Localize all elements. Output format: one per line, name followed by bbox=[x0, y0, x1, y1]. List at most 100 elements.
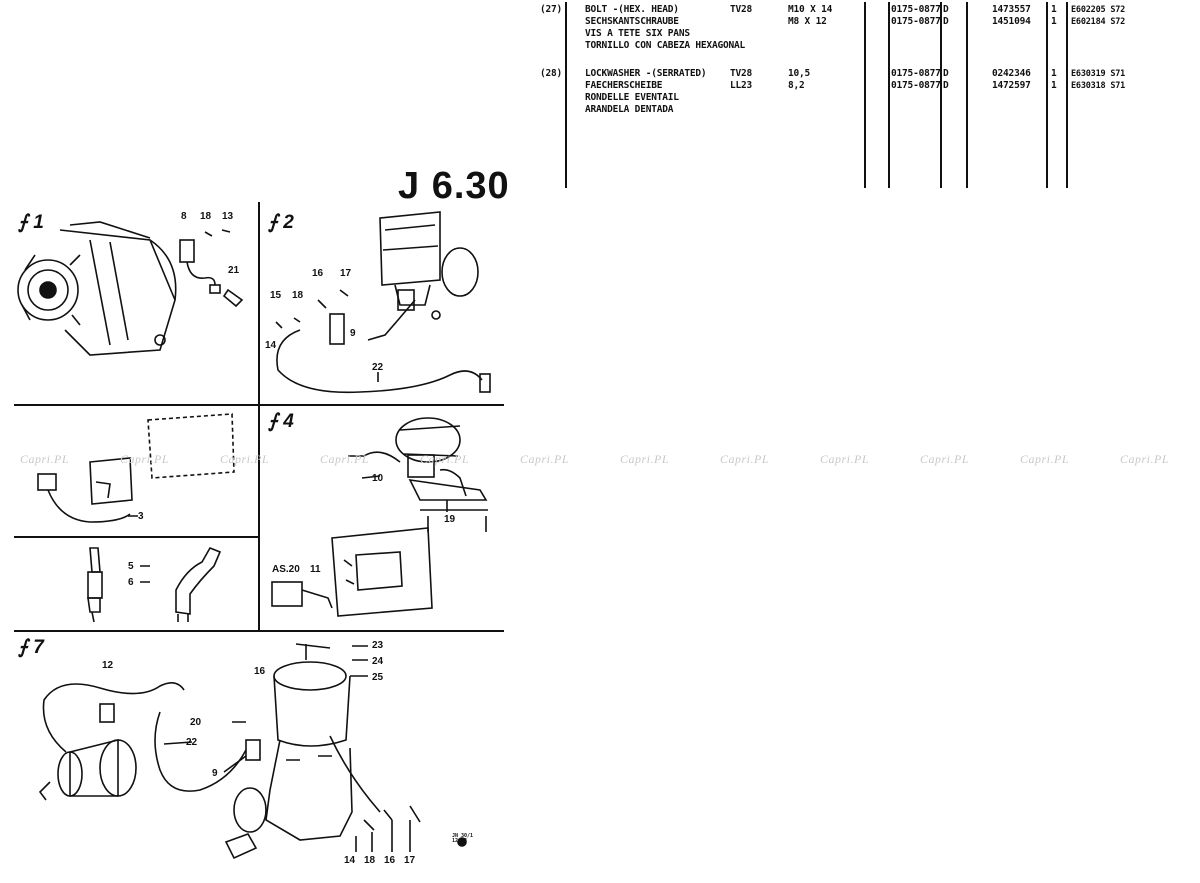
flag: D bbox=[943, 4, 949, 15]
distributor-illustration-2 bbox=[367, 211, 479, 341]
panel-divider bbox=[14, 404, 504, 406]
reference: E602184 S72 bbox=[1071, 17, 1126, 27]
alternator-illustration bbox=[17, 221, 177, 356]
callout-number: 16 bbox=[384, 855, 396, 866]
callout-number: 23 bbox=[372, 640, 384, 651]
callout-number: 21 bbox=[228, 265, 240, 276]
watermark: Capri.PL bbox=[320, 452, 370, 466]
page-code: J 6.30 bbox=[398, 165, 510, 207]
distributor-illustration-4 bbox=[348, 417, 488, 532]
quantity: 1 bbox=[1051, 16, 1057, 27]
table-divider bbox=[1066, 2, 1068, 188]
callout-number: 9 bbox=[350, 328, 356, 339]
panel-number: 2 bbox=[283, 212, 294, 233]
panel-label-2: ⨍ 2 bbox=[268, 212, 294, 233]
table-divider bbox=[888, 2, 890, 188]
watermark: Capri.PL bbox=[1120, 452, 1170, 466]
callout-number: 11 bbox=[310, 564, 321, 575]
panel-divider bbox=[258, 202, 260, 630]
callout-number: 24 bbox=[372, 656, 384, 667]
watermark: Capri.PL bbox=[620, 452, 670, 466]
size: M8 X 12 bbox=[788, 16, 827, 27]
panel-label-1: ⨍ 1 bbox=[18, 212, 44, 233]
callout-number: 19 bbox=[444, 514, 456, 525]
regulator-illustration bbox=[37, 413, 235, 523]
size: 10,5 bbox=[788, 68, 811, 79]
stamp-line: 12-83 bbox=[452, 838, 468, 844]
size: M10 X 14 bbox=[788, 4, 833, 15]
size: 8,2 bbox=[788, 80, 805, 91]
table-divider bbox=[864, 2, 866, 188]
callout-number: 17 bbox=[340, 268, 352, 279]
panel-number: 4 bbox=[283, 411, 294, 432]
reference: E630318 S71 bbox=[1071, 81, 1126, 91]
part-number: 1472597 bbox=[992, 80, 1031, 91]
callout-number: 20 bbox=[190, 717, 202, 728]
description-es: TORNILLO CON CABEZA HEXAGONAL bbox=[585, 40, 746, 51]
watermark: Capri.PL bbox=[720, 452, 770, 466]
distributor-illustration-7 bbox=[154, 643, 467, 860]
callout-number: 6 bbox=[128, 577, 134, 588]
callout-number: AS.20 bbox=[272, 564, 300, 575]
watermark: Capri.PL bbox=[920, 452, 970, 466]
callout-number: 18 bbox=[200, 211, 212, 222]
date-range: 0175-0877 bbox=[891, 4, 941, 15]
watermark: Capri.PL bbox=[520, 452, 570, 466]
wiring-harness-2 bbox=[275, 289, 491, 394]
module-bracket-illustration bbox=[271, 527, 433, 617]
panel-number: 1 bbox=[33, 212, 44, 233]
description-fr: VIS A TETE SIX PANS bbox=[585, 28, 690, 39]
panel-number: 7 bbox=[33, 637, 44, 658]
part-number: 1473557 bbox=[992, 4, 1031, 15]
watermark: Capri.PL bbox=[1020, 452, 1070, 466]
callout-number: 9 bbox=[212, 768, 218, 779]
description-es: ARANDELA DENTADA bbox=[585, 104, 674, 115]
description-de: SECHSKANTSCHRAUBE bbox=[585, 16, 679, 27]
ht-lead-illustration bbox=[175, 546, 222, 622]
watermark: Capri.PL bbox=[420, 452, 470, 466]
quantity: 1 bbox=[1051, 68, 1057, 79]
watermark: Capri.PL bbox=[120, 452, 170, 466]
flag: D bbox=[943, 80, 949, 91]
stamp-line: JN 30/1 bbox=[452, 833, 474, 839]
table-divider bbox=[565, 2, 567, 188]
callout-number: 13 bbox=[222, 211, 234, 222]
description-en: LOCKWASHER -(SERRATED) bbox=[585, 68, 707, 79]
part-number: 0242346 bbox=[992, 68, 1031, 79]
panel-divider bbox=[14, 536, 259, 538]
alternator-small-parts bbox=[179, 229, 244, 308]
callout-number: 16 bbox=[254, 666, 266, 677]
description-fr: RONDELLE EVENTAIL bbox=[585, 92, 679, 103]
callout-number: 16 bbox=[312, 268, 324, 279]
part-number: 1451094 bbox=[992, 16, 1031, 27]
item-number: (28) bbox=[540, 68, 563, 79]
quantity: 1 bbox=[1051, 80, 1057, 91]
table-divider bbox=[1046, 2, 1048, 188]
callout-number: 12 bbox=[102, 660, 114, 671]
watermark: Capri.PL bbox=[20, 452, 70, 466]
watermark: Capri.PL bbox=[220, 452, 270, 466]
description-de: FAECHERSCHEIBE bbox=[585, 80, 663, 91]
description-en: BOLT -(HEX. HEAD) bbox=[585, 4, 679, 15]
callout-number: 14 bbox=[344, 855, 356, 866]
callout-number: 5 bbox=[128, 561, 134, 572]
table-divider bbox=[940, 2, 942, 188]
callout-number: 15 bbox=[270, 290, 282, 301]
flag: D bbox=[943, 68, 949, 79]
callout-number: 25 bbox=[372, 672, 384, 683]
callout-number: 18 bbox=[364, 855, 376, 866]
item-number: (27) bbox=[540, 4, 563, 15]
watermark: Capri.PL bbox=[820, 452, 870, 466]
panel-label-4: ⨍ 4 bbox=[268, 411, 294, 432]
callout-number: 3 bbox=[138, 511, 144, 522]
drawing-stamp: JN 30/1 12-83 bbox=[452, 834, 473, 844]
callout-number: 8 bbox=[181, 211, 187, 222]
code: LL23 bbox=[730, 80, 753, 91]
flag: D bbox=[943, 16, 949, 27]
callout-number: 22 bbox=[372, 362, 384, 373]
parts-table: (27) BOLT -(HEX. HEAD) SECHSKANTSCHRAUBE… bbox=[530, 2, 1170, 188]
callout-number: 14 bbox=[265, 340, 277, 351]
date-range: 0175-0877 bbox=[891, 80, 941, 91]
